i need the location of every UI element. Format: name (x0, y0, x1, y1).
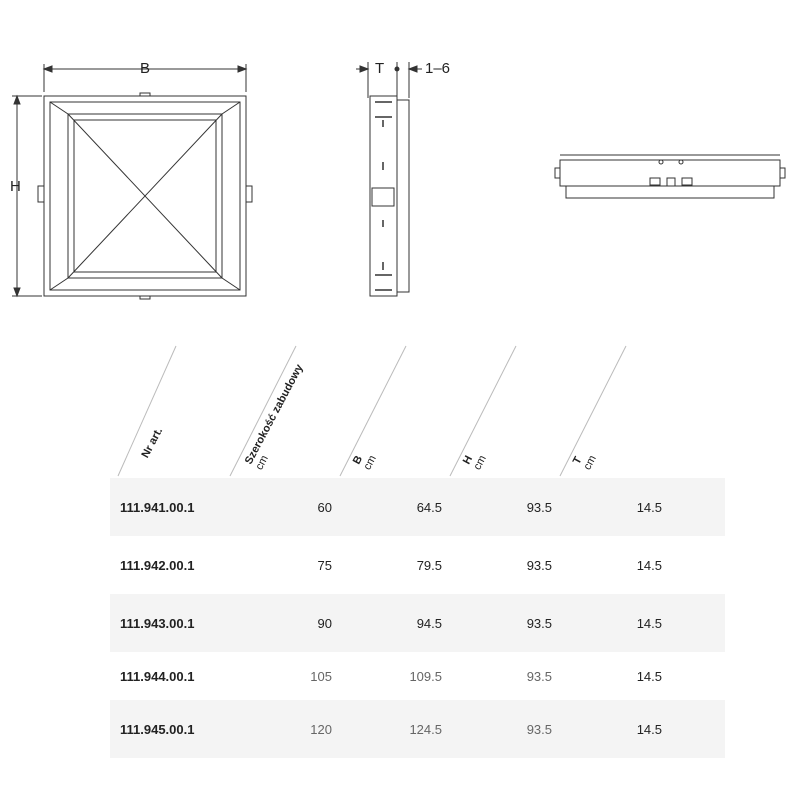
cell-width: 60 (317, 499, 332, 515)
dimension-label-b: B (140, 60, 151, 77)
dimension-label-h: H (10, 178, 21, 195)
cell-article: 111.943.00.1 (120, 615, 195, 631)
cell-t: 14.5 (636, 668, 662, 684)
cell-b: 109.5 (409, 668, 442, 684)
cell-h: 93.5 (526, 721, 552, 737)
table-row: 111.944.00.1 105 109.5 93.5 14.5 (110, 652, 725, 700)
top-view (554, 154, 786, 199)
cell-b: 124.5 (409, 721, 442, 737)
table-row: 111.943.00.1 90 94.5 93.5 14.5 (110, 594, 725, 652)
side-view (356, 62, 422, 297)
dimensions-table: 111.941.00.1 60 64.5 93.5 14.5 111.942.0… (110, 478, 725, 758)
cell-t: 14.5 (636, 615, 662, 631)
table-row: 111.945.00.1 120 124.5 93.5 14.5 (110, 700, 725, 758)
cell-width: 90 (317, 615, 332, 631)
header-diagonals (117, 345, 627, 477)
cell-h: 93.5 (526, 615, 552, 631)
cell-width: 75 (317, 557, 332, 573)
table-row: 111.941.00.1 60 64.5 93.5 14.5 (110, 478, 725, 536)
front-view (12, 64, 253, 300)
cell-width: 120 (310, 721, 332, 737)
cell-b: 64.5 (416, 499, 442, 515)
cell-article: 111.944.00.1 (120, 668, 195, 684)
cell-article: 111.942.00.1 (120, 557, 195, 573)
cell-width: 105 (310, 668, 332, 684)
cell-article: 111.945.00.1 (120, 721, 195, 737)
dimension-label-t: T (375, 60, 385, 77)
cell-t: 14.5 (636, 557, 662, 573)
cell-b: 94.5 (416, 615, 442, 631)
cell-t: 14.5 (636, 721, 662, 737)
cell-article: 111.941.00.1 (120, 499, 195, 515)
cell-h: 93.5 (526, 668, 552, 684)
cell-h: 93.5 (526, 499, 552, 515)
cell-t: 14.5 (636, 499, 662, 515)
cell-b: 79.5 (416, 557, 442, 573)
cell-h: 93.5 (526, 557, 552, 573)
table-row: 111.942.00.1 75 79.5 93.5 14.5 (110, 536, 725, 594)
dimension-label-gap: 1–6 (425, 60, 451, 77)
